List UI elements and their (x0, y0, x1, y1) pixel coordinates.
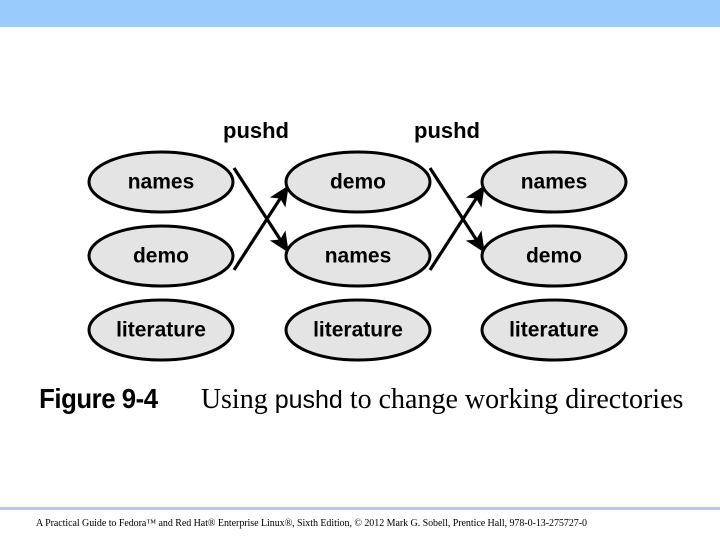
caption-command: pushd (274, 386, 343, 414)
bottom-divider (0, 507, 720, 510)
caption-text-before: Using (200, 384, 275, 415)
operation-label-pushd-2: pushd (414, 118, 480, 143)
node-label: literature (313, 319, 403, 342)
node-col2-row3[interactable]: literature (284, 298, 432, 362)
node-label: demo (330, 171, 386, 194)
arrow-col1-middle-to-col2-top (232, 185, 289, 271)
node-label: names (325, 245, 392, 268)
node-col2-row2[interactable]: names (284, 224, 432, 288)
node-col1-row3[interactable]: literature (87, 298, 235, 362)
stack-column-after-second-pushd: names demo literature (480, 150, 628, 362)
node-col2-row1[interactable]: demo (284, 150, 432, 214)
node-label: names (521, 171, 588, 194)
figure-caption: Figure 9-4 Using pushd to change working… (34, 383, 694, 423)
node-col3-row2[interactable]: demo (480, 224, 628, 288)
stack-column-after-first-pushd: demo names literature (284, 150, 432, 362)
node-label: demo (526, 245, 582, 268)
footer-attribution: A Practical Guide to Fedora™ and Red Hat… (36, 518, 587, 529)
node-label: literature (509, 319, 599, 342)
operation-label-pushd-1: pushd (223, 118, 289, 143)
arrow-col1-top-to-col2-middle (232, 167, 289, 253)
node-label: names (128, 171, 195, 194)
node-col1-row1[interactable]: names (87, 150, 235, 214)
top-blue-band (0, 0, 720, 27)
figure-number: Figure 9-4 (39, 383, 158, 414)
arrow-col2-top-to-col3-middle (428, 167, 485, 253)
arrow-col2-middle-to-col3-top (428, 185, 485, 271)
figure-diagram: pushd pushd names demo lite (0, 100, 720, 380)
node-col1-row2[interactable]: demo (87, 224, 235, 288)
node-col3-row1[interactable]: names (480, 150, 628, 214)
figure-caption-text: Using pushd to change working directorie… (201, 384, 684, 416)
node-label: demo (133, 245, 189, 268)
stack-column-before: names demo literature (87, 150, 235, 362)
node-col3-row3[interactable]: literature (480, 298, 628, 362)
caption-text-after: to change working directories (342, 384, 684, 415)
node-label: literature (116, 319, 206, 342)
